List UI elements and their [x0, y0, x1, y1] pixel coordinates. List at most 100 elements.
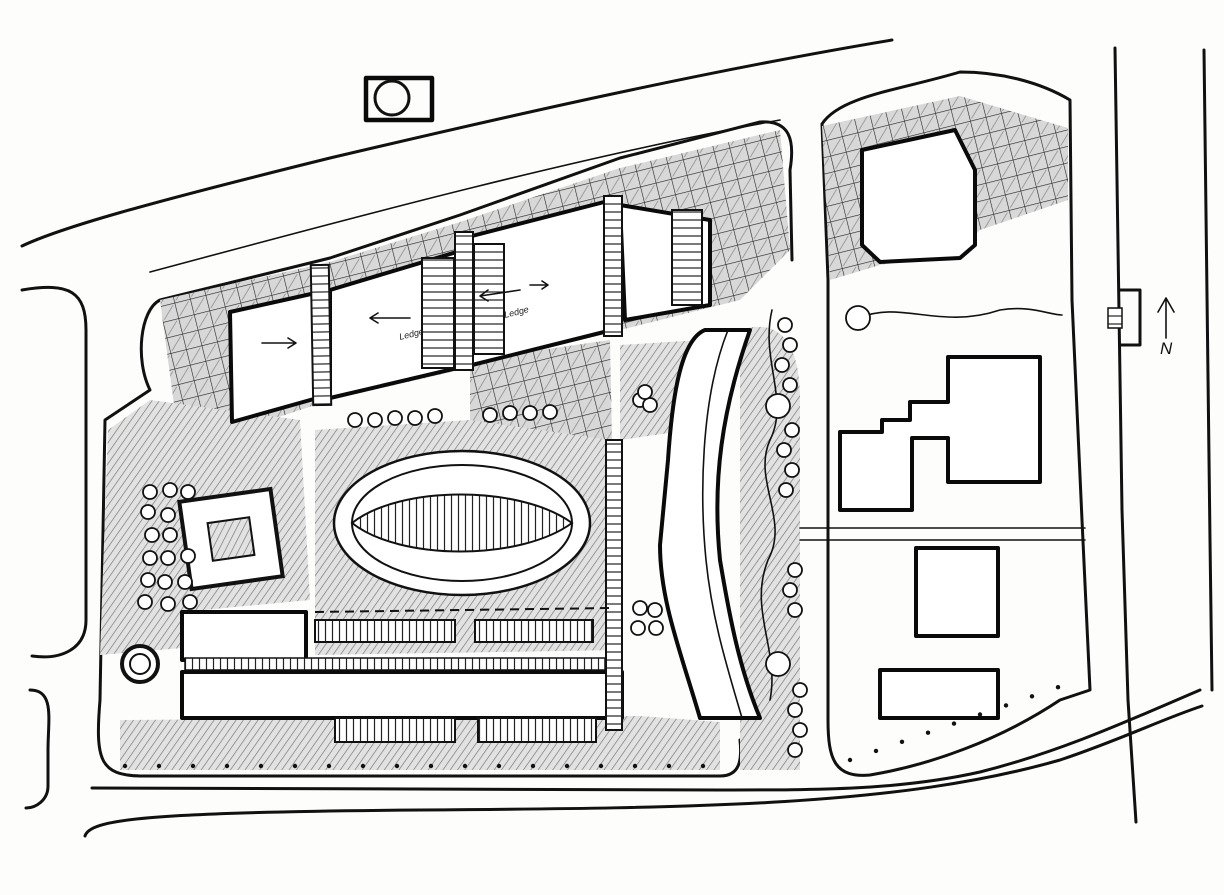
- oval-lens-stairs: [350, 493, 574, 553]
- north-stairs-4: [421, 257, 455, 369]
- pavilion-frame: [363, 75, 435, 123]
- site-boundary-east: [820, 70, 1092, 777]
- north-stairs-2: [454, 231, 474, 371]
- tree: [182, 594, 198, 610]
- east-building-middle: [914, 546, 1000, 638]
- arrow-4: [529, 280, 549, 290]
- tree: [630, 620, 646, 636]
- south-stair-row-1: [314, 619, 456, 643]
- tree: [367, 412, 383, 428]
- tree: [522, 405, 538, 421]
- south-stair-row-3: [184, 657, 606, 671]
- tree: [776, 442, 792, 458]
- tree: [427, 408, 443, 424]
- edge-dot: [326, 763, 332, 769]
- tree: [162, 527, 178, 543]
- west-street-curb: [20, 285, 88, 659]
- edge-dot: [462, 763, 468, 769]
- tree: [542, 404, 558, 420]
- tree: [407, 410, 423, 426]
- south-stairs-vertical: [605, 439, 623, 731]
- north-stairs-3: [603, 195, 623, 337]
- edge-dot: [156, 763, 162, 769]
- east-gate-north: [1118, 288, 1142, 347]
- tree: [787, 602, 803, 618]
- pavilion-round: [373, 79, 411, 117]
- edge-dot: [873, 748, 879, 754]
- edge-dot: [496, 763, 502, 769]
- edge-dot: [1003, 703, 1009, 708]
- south-stair-row-2: [474, 619, 594, 643]
- central-oval-plaza: [332, 449, 592, 597]
- tree: [777, 317, 793, 333]
- tree: [502, 405, 518, 421]
- northeast-pond: [845, 305, 871, 331]
- edge-dot: [700, 763, 706, 769]
- tree: [137, 594, 153, 610]
- tree: [160, 507, 176, 523]
- tree: [774, 357, 790, 373]
- edge-dot: [224, 763, 230, 769]
- arrow-1: [261, 337, 297, 349]
- north-street-curb-upper: [20, 38, 894, 248]
- tree: [792, 722, 808, 738]
- south-street-curb-upper: [90, 688, 1202, 792]
- tree: [648, 620, 664, 636]
- south-stair-row-4: [334, 717, 456, 743]
- west-street-curb-south: [24, 688, 51, 810]
- edge-dot: [360, 763, 366, 769]
- edge-dot: [1055, 685, 1061, 690]
- south-bar-main: [180, 670, 624, 720]
- east-buildings: [799, 355, 1086, 720]
- edge-dot: [977, 712, 983, 717]
- north-street-curb-lower: [149, 119, 781, 273]
- tree: [387, 410, 403, 426]
- tree: [347, 412, 363, 428]
- edge-dot: [899, 739, 905, 744]
- east-walk: [799, 527, 1086, 541]
- garden-path: [760, 309, 778, 701]
- north-stairs-5: [473, 243, 505, 355]
- west-roundabout: [120, 644, 160, 684]
- south-street-curb-lower: [83, 704, 1204, 838]
- north-arrow: N: [1107, 288, 1175, 358]
- edge-dot: [1029, 694, 1035, 699]
- site-boundary-west: [96, 120, 794, 778]
- tree: [784, 462, 800, 478]
- arrow-2: [369, 312, 411, 324]
- north-stairs-1: [309, 263, 333, 407]
- tree: [642, 397, 658, 413]
- curved-arcade-building: [658, 328, 762, 720]
- tree: [647, 602, 663, 618]
- tree: [142, 484, 158, 500]
- north-stairs-6: [671, 209, 703, 306]
- east-fountain-north: [765, 393, 791, 419]
- edge-dot: [258, 763, 264, 769]
- edge-dot: [925, 730, 931, 735]
- edge-dot: [564, 763, 570, 769]
- tree: [792, 682, 808, 698]
- tree: [632, 600, 648, 616]
- tree: [784, 422, 800, 438]
- north-building-row: Ledge Ledge: [228, 195, 712, 424]
- east-street-east-curb: [1202, 48, 1214, 692]
- edge-dot: [190, 763, 196, 769]
- tree: [637, 384, 653, 400]
- edge-dots: [122, 685, 1061, 769]
- dashed-edge: [314, 607, 613, 613]
- edge-dot: [598, 763, 604, 769]
- edge-dot: [292, 763, 298, 769]
- tree: [160, 596, 176, 612]
- tree: [787, 742, 803, 758]
- tree: [782, 377, 798, 393]
- trees: [137, 317, 808, 758]
- tree: [180, 548, 196, 564]
- tree: [787, 562, 803, 578]
- northeast-building: [860, 128, 977, 264]
- edge-dot: [632, 763, 638, 769]
- east-building-large: [838, 355, 1042, 512]
- streets: [20, 38, 1214, 838]
- arrow-3: [479, 289, 521, 302]
